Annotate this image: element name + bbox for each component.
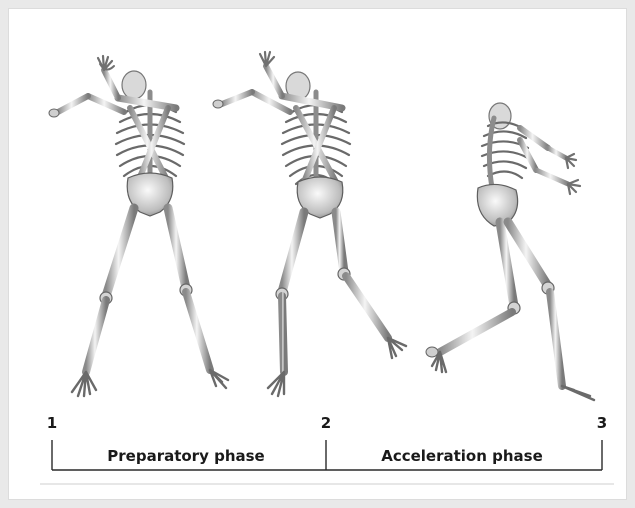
legs	[268, 212, 406, 396]
skeleton-pose-3-throwing	[426, 103, 594, 400]
left-arm-extended	[49, 96, 124, 117]
arms	[520, 128, 580, 194]
phase-label-acceleration: Acceleration phase	[381, 447, 543, 465]
marker-label-3: 3	[597, 414, 607, 432]
marker-label-1: 1	[47, 414, 57, 432]
legs	[426, 222, 594, 400]
skeleton-pose-1-standing	[49, 56, 228, 396]
skeleton-pose-2-stepping	[213, 52, 406, 396]
legs	[72, 208, 228, 396]
phase-label-preparatory: Preparatory phase	[107, 447, 264, 465]
marker-label-2: 2	[321, 414, 331, 432]
